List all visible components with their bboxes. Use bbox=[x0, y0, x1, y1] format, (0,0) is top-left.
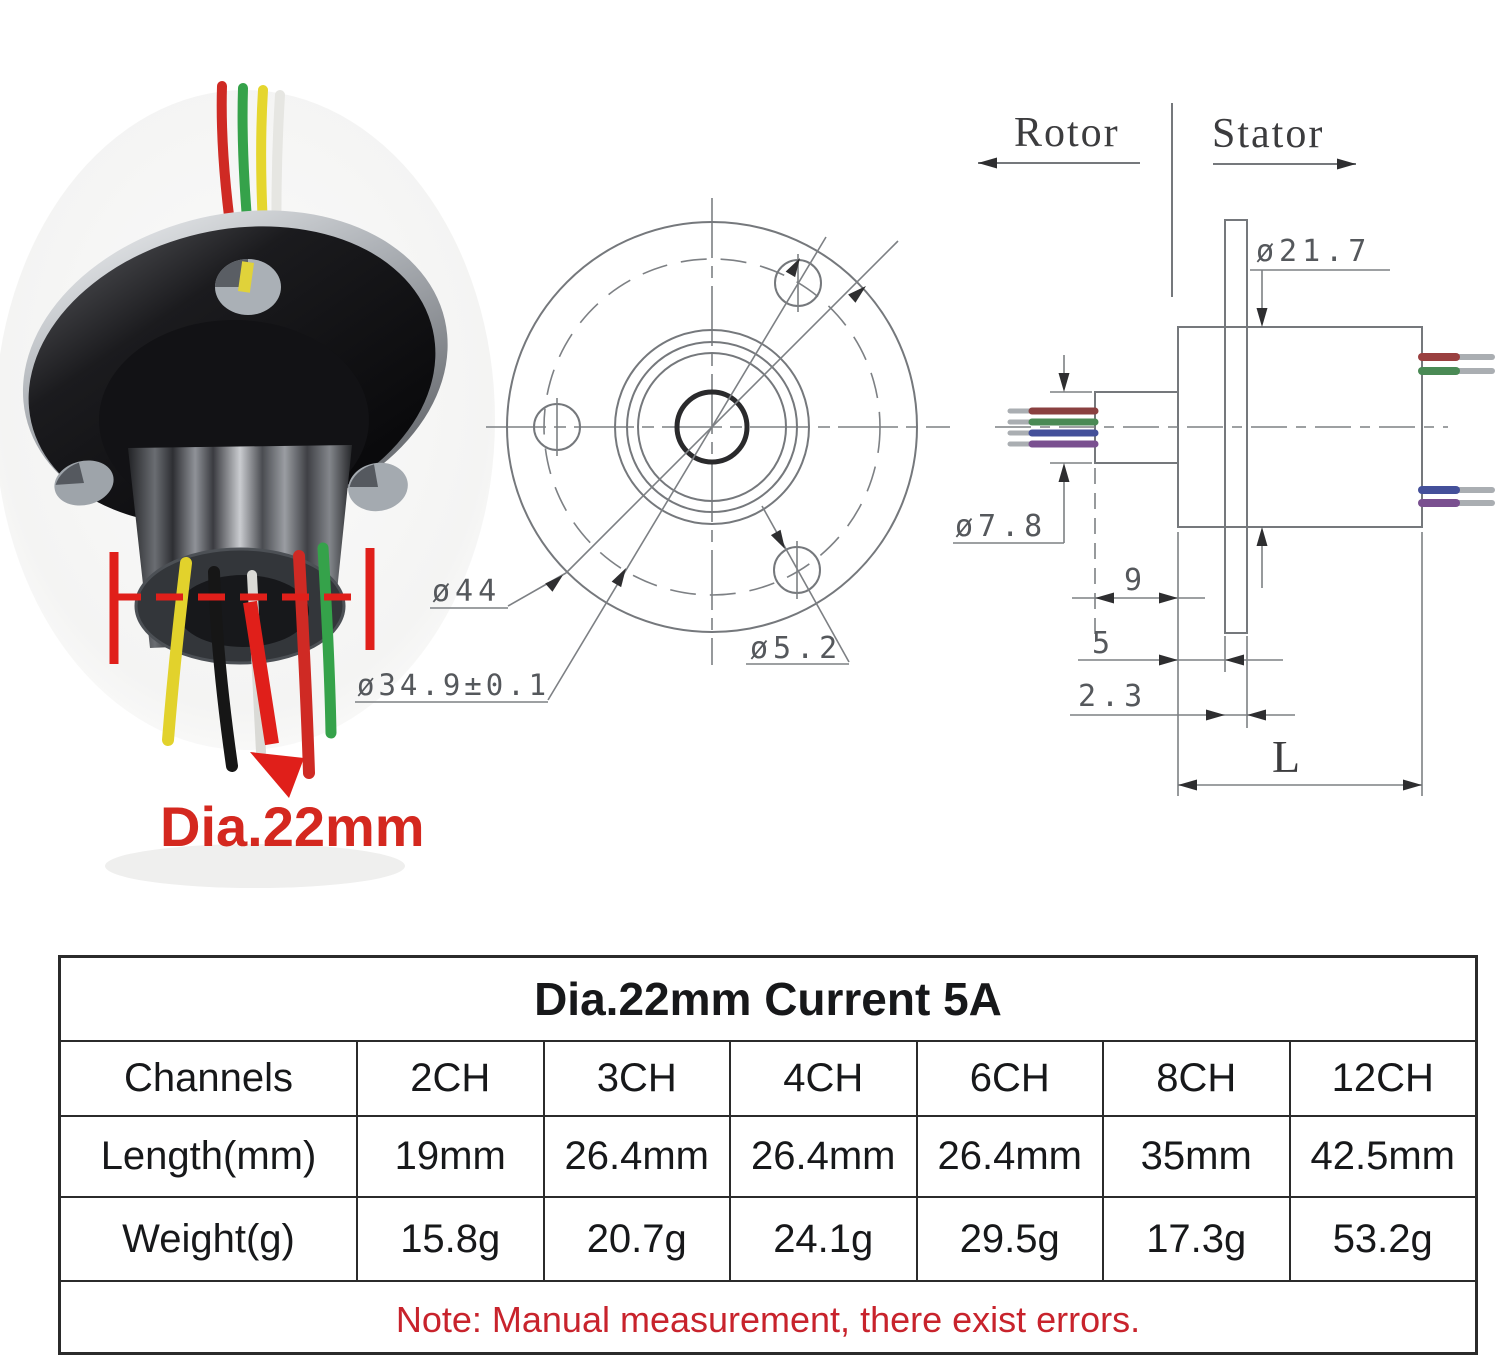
channels-col-2: 4CH bbox=[729, 1040, 916, 1115]
rotor-label: Rotor bbox=[1014, 110, 1120, 156]
dim-hole-dia-label: ø5.2 bbox=[750, 631, 842, 666]
weight-col-1: 20.7g bbox=[542, 1196, 729, 1280]
photo-mounting-holes bbox=[54, 259, 408, 512]
length-col-2: 26.4mm bbox=[729, 1115, 916, 1196]
rotor-wires bbox=[1007, 407, 1099, 448]
technical-drawing: Dia.22mm ø44 ø34.9±0.1 ø bbox=[0, 81, 1495, 888]
stator-wires bbox=[1418, 353, 1495, 507]
dim-bolt-circle-label: ø34.9±0.1 bbox=[357, 668, 550, 702]
length-col-3: 26.4mm bbox=[915, 1115, 1102, 1196]
channels-col-4: 8CH bbox=[1102, 1040, 1289, 1115]
channels-col-0: 2CH bbox=[356, 1040, 543, 1115]
weight-col-0: 15.8g bbox=[356, 1196, 543, 1280]
dim-shaft-len-label: 9 bbox=[1124, 563, 1147, 598]
center-bore-circle bbox=[674, 389, 750, 465]
weight-col-5: 53.2g bbox=[1288, 1196, 1475, 1280]
spec-table-title: Dia.22mm Current 5A bbox=[534, 973, 1002, 1025]
dim-to-flange-label: 5 bbox=[1092, 626, 1115, 661]
front-view-drawing: ø44 ø34.9±0.1 ø5.2 bbox=[355, 198, 950, 703]
length-col-5: 42.5mm bbox=[1288, 1115, 1475, 1196]
weight-col-2: 24.1g bbox=[729, 1196, 916, 1280]
photo-ground-shadow bbox=[105, 844, 405, 888]
weight-col-3: 29.5g bbox=[915, 1196, 1102, 1280]
flange-outline-circle bbox=[506, 221, 918, 633]
channels-col-3: 6CH bbox=[915, 1040, 1102, 1115]
dia-22mm-label: Dia.22mm bbox=[160, 795, 425, 858]
channels-col-1: 3CH bbox=[542, 1040, 729, 1115]
row-label-weight: Weight(g) bbox=[61, 1196, 356, 1280]
photo-cap-inner bbox=[177, 575, 309, 647]
note-text: Note: Manual measurement, there exist er… bbox=[61, 1280, 1475, 1358]
row-label-length: Length(mm) bbox=[61, 1115, 356, 1196]
length-col-0: 19mm bbox=[356, 1115, 543, 1196]
channels-col-5: 12CH bbox=[1288, 1040, 1475, 1115]
stator-label: Stator bbox=[1212, 111, 1324, 157]
product-photo: Dia.22mm bbox=[0, 81, 495, 888]
dim-flange-thickness-label: 2.3 bbox=[1078, 679, 1147, 714]
bolt-circle bbox=[543, 258, 881, 596]
dim-body-dia-label: ø21.7 bbox=[1256, 234, 1371, 269]
row-label-channels: Channels bbox=[61, 1040, 356, 1115]
length-col-1: 26.4mm bbox=[542, 1115, 729, 1196]
photo-bottom-wires bbox=[162, 542, 337, 779]
spec-table: Dia.22mm Current 5A Channels 2CH 3CH 4CH… bbox=[58, 955, 1478, 1355]
photo-dia-annotation bbox=[109, 548, 375, 798]
side-view-drawing: Rotor Stator bbox=[953, 103, 1495, 796]
red-arrow-icon bbox=[250, 752, 304, 798]
dim-shaft-dia-label: ø7.8 bbox=[955, 509, 1047, 544]
dim-overall-length-label: L bbox=[1272, 731, 1300, 782]
mounting-flange-bar bbox=[1224, 219, 1248, 634]
length-col-4: 35mm bbox=[1102, 1115, 1289, 1196]
dim-flange-dia-label: ø44 bbox=[432, 574, 501, 609]
weight-col-4: 17.3g bbox=[1102, 1196, 1289, 1280]
